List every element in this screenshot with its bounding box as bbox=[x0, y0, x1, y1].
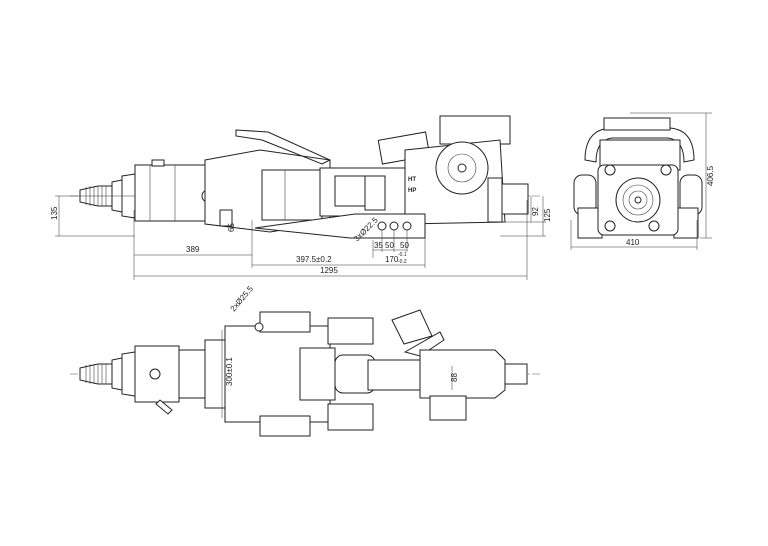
top-view: 300±0.1 2xØ25.5 88 bbox=[70, 284, 540, 437]
motor-top bbox=[419, 349, 506, 399]
dim-1295: 1295 bbox=[320, 266, 338, 275]
dim-35: 35 bbox=[374, 241, 383, 250]
dim-125: 125 bbox=[543, 208, 552, 222]
dim-88: 88 bbox=[450, 373, 459, 382]
dim-170-tol-lower: -0.2 bbox=[398, 259, 407, 265]
dim-397: 397.5±0.2 bbox=[296, 255, 332, 264]
dim-50b: 50 bbox=[400, 241, 409, 250]
lever-side bbox=[235, 129, 332, 165]
rotation-head-top bbox=[134, 345, 180, 403]
drill-bit-top bbox=[79, 363, 113, 385]
dim-170-tol-upper: -0.1 bbox=[398, 252, 407, 258]
dim-300: 300±0.1 bbox=[225, 357, 234, 386]
front-view: 406.5 410 bbox=[570, 112, 715, 250]
mounting-plate bbox=[254, 213, 426, 239]
dim-holes-top: 2xØ25.5 bbox=[229, 284, 256, 313]
side-view: HT HP 135 65 3xØ22.5 35 50 50 3 bbox=[50, 115, 552, 280]
dim-410: 410 bbox=[626, 238, 640, 247]
dim-65: 65 bbox=[227, 223, 236, 232]
dim-406-5: 406.5 bbox=[706, 165, 715, 186]
label-hp: HP bbox=[408, 188, 416, 194]
dim-135: 135 bbox=[50, 206, 59, 220]
dim-50a: 50 bbox=[385, 241, 394, 250]
dim-92: 92 bbox=[531, 207, 540, 216]
dim-389: 389 bbox=[186, 245, 200, 254]
rotation-head-side bbox=[134, 164, 206, 222]
label-ht: HT bbox=[408, 177, 416, 183]
dim-170: 170 bbox=[385, 255, 399, 264]
